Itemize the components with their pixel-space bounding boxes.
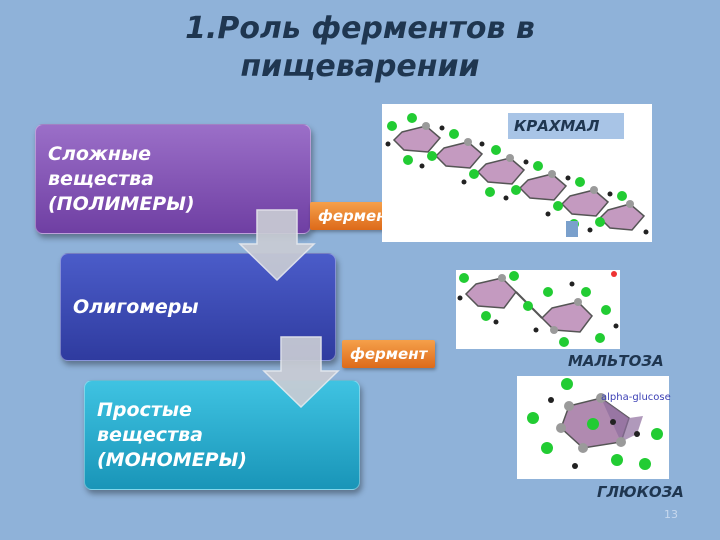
down-arrow-icon [262, 336, 340, 409]
box-line: (ПОЛИМЕРЫ) [48, 192, 195, 215]
title-line-1: 1.Роль ферментов в [185, 11, 535, 46]
polymers-box: Сложные вещества (ПОЛИМЕРЫ) [35, 124, 311, 234]
glucose-label: ГЛЮКОЗА [597, 483, 684, 501]
maltose-molecule-image [456, 270, 620, 349]
box-line: вещества [97, 423, 203, 446]
box-line: Простые [97, 398, 192, 421]
monomers-box: Простые вещества (МОНОМЕРЫ) [84, 380, 360, 490]
box-line: (МОНОМЕРЫ) [97, 448, 247, 471]
box-line: Сложные [48, 142, 152, 165]
slide-title: 1.Роль ферментов в пищеварении [0, 10, 720, 86]
starch-label: КРАХМАЛ [508, 113, 624, 139]
title-line-2: пищеварении [240, 49, 480, 84]
down-arrow-icon [238, 209, 316, 282]
page-number: 13 [664, 508, 678, 521]
enzyme-label: фермент [342, 340, 436, 368]
glucose-molecule-image [517, 376, 669, 479]
box-line: вещества [48, 167, 154, 190]
box-line: Олигомеры [73, 295, 199, 318]
alpha-glucose-text: alpha-glucose [601, 392, 671, 403]
maltose-label: МАЛЬТОЗА [568, 352, 664, 370]
color-square [566, 221, 578, 237]
